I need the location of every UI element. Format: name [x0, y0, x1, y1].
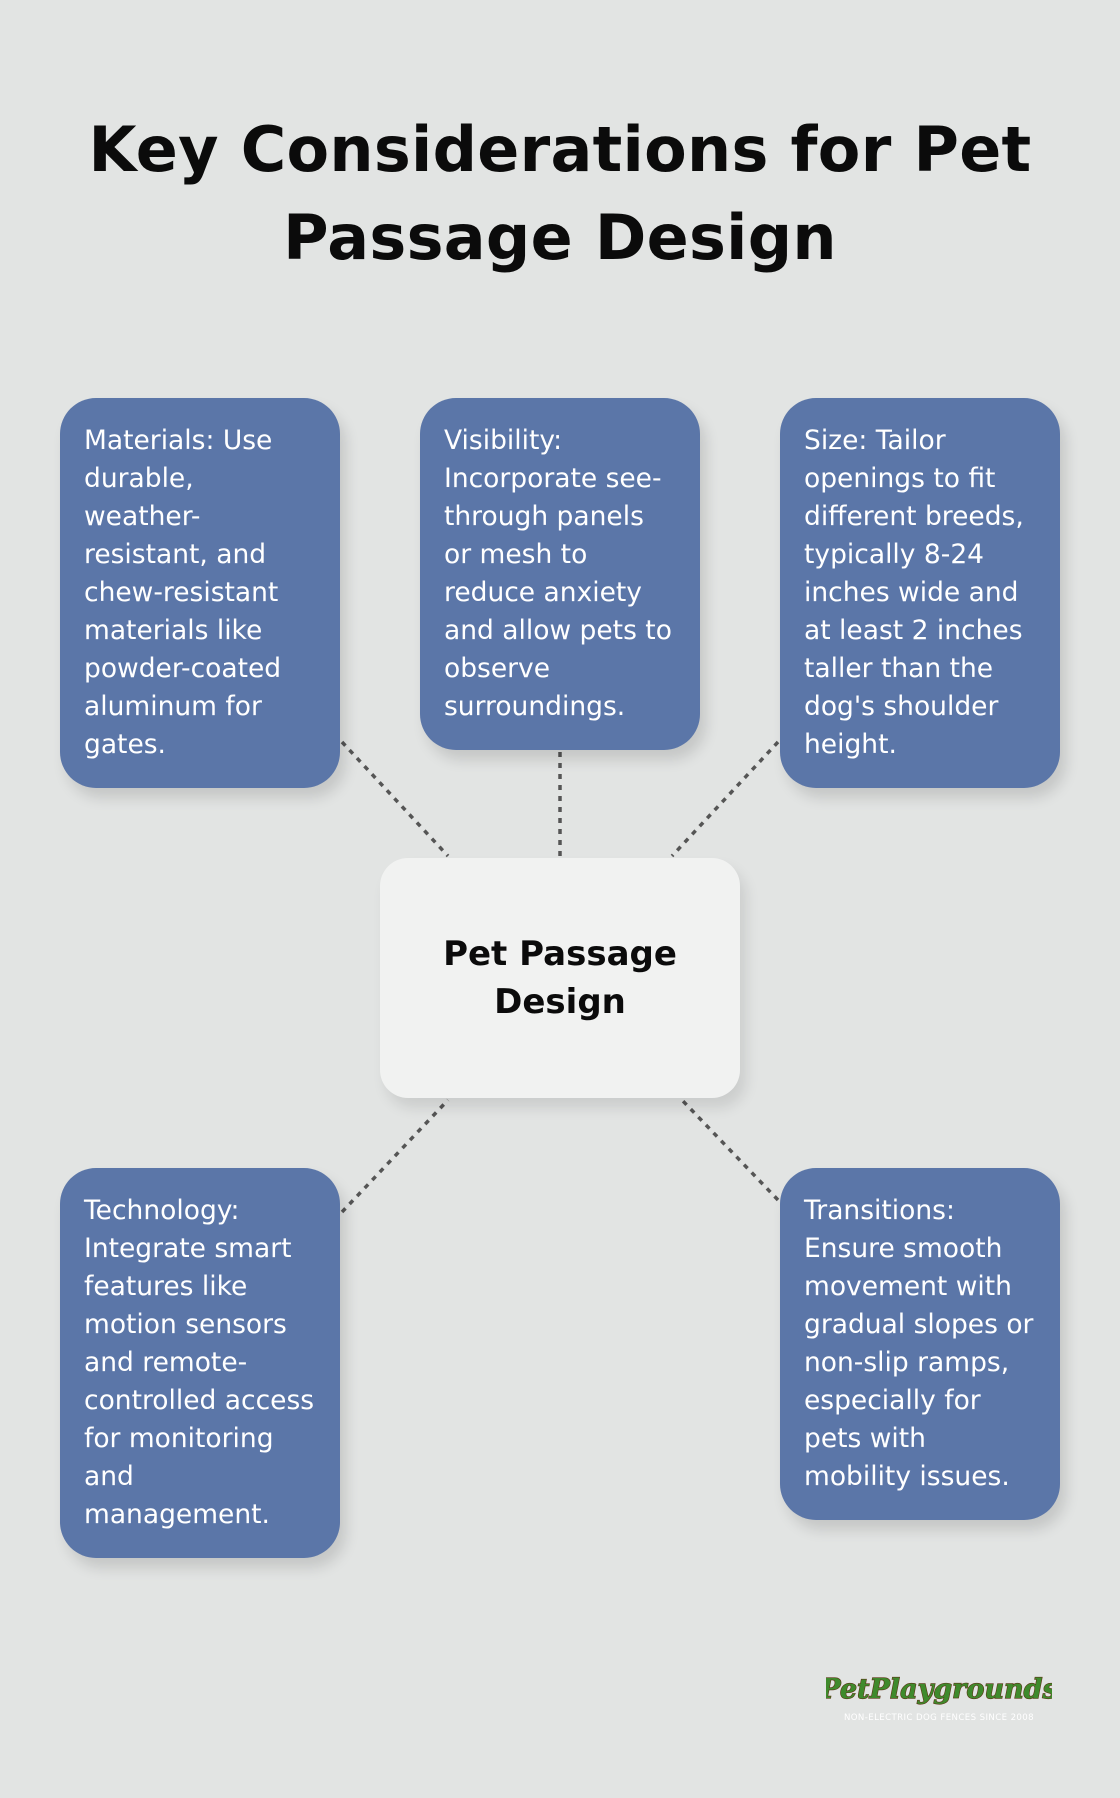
connector-materials — [340, 740, 450, 858]
brand-logo-tagline: NON-ELECTRIC DOG FENCES SINCE 2008 — [844, 1713, 1034, 1723]
page-title: Key Considerations for Pet Passage Desig… — [88, 113, 1032, 274]
center-node: Pet Passage Design — [380, 858, 740, 1098]
card-technology: Technology: Integrate smart features lik… — [60, 1168, 340, 1558]
card-visibility: Visibility: Incorporate see-through pane… — [420, 398, 700, 750]
connector-technology — [340, 1098, 450, 1214]
connector-transitions — [680, 1098, 780, 1202]
card-transitions: Transitions: Ensure smooth movement with… — [780, 1168, 1060, 1520]
card-materials: Materials: Use durable, weather-resistan… — [60, 398, 340, 788]
connector-size — [670, 740, 780, 858]
brand-logo: PetPlaygrounds NON-ELECTRIC DOG FENCES S… — [826, 1673, 1052, 1723]
brand-logo-name: PetPlaygrounds — [826, 1674, 1052, 1705]
card-size: Size: Tailor openings to fit different b… — [780, 398, 1060, 788]
center-node-label: Pet Passage Design — [443, 934, 677, 1022]
